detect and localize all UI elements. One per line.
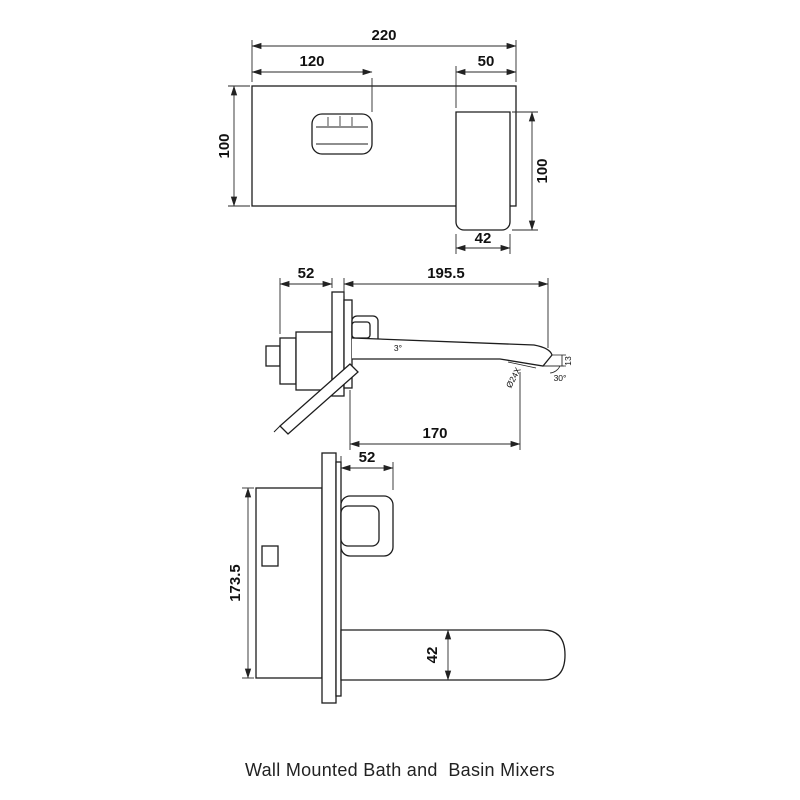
bath-valve-notch <box>261 545 279 567</box>
dim-mixer-height: 100 <box>534 158 551 183</box>
front-view-dimensions: 220 120 50 100 100 42 <box>216 27 551 254</box>
front-view <box>251 85 517 231</box>
bath-side-view <box>255 452 566 704</box>
valve-step <box>279 337 297 385</box>
bath-valve-body <box>255 487 323 679</box>
dim-body-height: 173.5 <box>227 564 244 602</box>
dim-wall-depth-bath: 52 <box>359 449 376 466</box>
bath-cover-plate <box>335 461 342 697</box>
bath-spout <box>340 629 566 681</box>
cartridge-inner <box>351 321 371 339</box>
basin-side-view <box>265 291 553 435</box>
dim-spout-reach: 195.5 <box>427 265 465 282</box>
dim-plate-height: 100 <box>216 133 233 158</box>
dim-tip-height: 13 <box>563 356 573 366</box>
basin-spout <box>351 337 553 367</box>
dim-spout-length: 170 <box>422 425 447 442</box>
dim-bath-spout-height: 42 <box>424 647 441 664</box>
basin-view-dimensions: 52 195.5 170 3° 13 Ø24X 30° <box>279 265 573 450</box>
mixer-body-front <box>455 111 511 231</box>
dim-spout-position: 120 <box>299 53 324 70</box>
valve-body <box>295 331 333 391</box>
lever-handle <box>279 363 359 435</box>
dim-overall-width: 220 <box>371 27 396 44</box>
bath-cartridge-inner <box>340 505 380 547</box>
dim-tip-angle: 30° <box>554 373 567 383</box>
dim-wall-depth-basin: 52 <box>298 265 315 282</box>
valve-inlet <box>265 345 281 367</box>
dim-mixer-width: 50 <box>478 53 495 70</box>
dim-mixer-bottom-width: 42 <box>475 230 492 247</box>
bath-view-dimensions: 52 173.5 42 <box>227 449 452 681</box>
bath-wall-plate <box>321 452 337 704</box>
dim-spout-slope: 3° <box>394 343 402 353</box>
spout-outline-front <box>311 113 373 155</box>
drawing-caption: Wall Mounted Bath and Basin Mixers <box>245 760 555 780</box>
